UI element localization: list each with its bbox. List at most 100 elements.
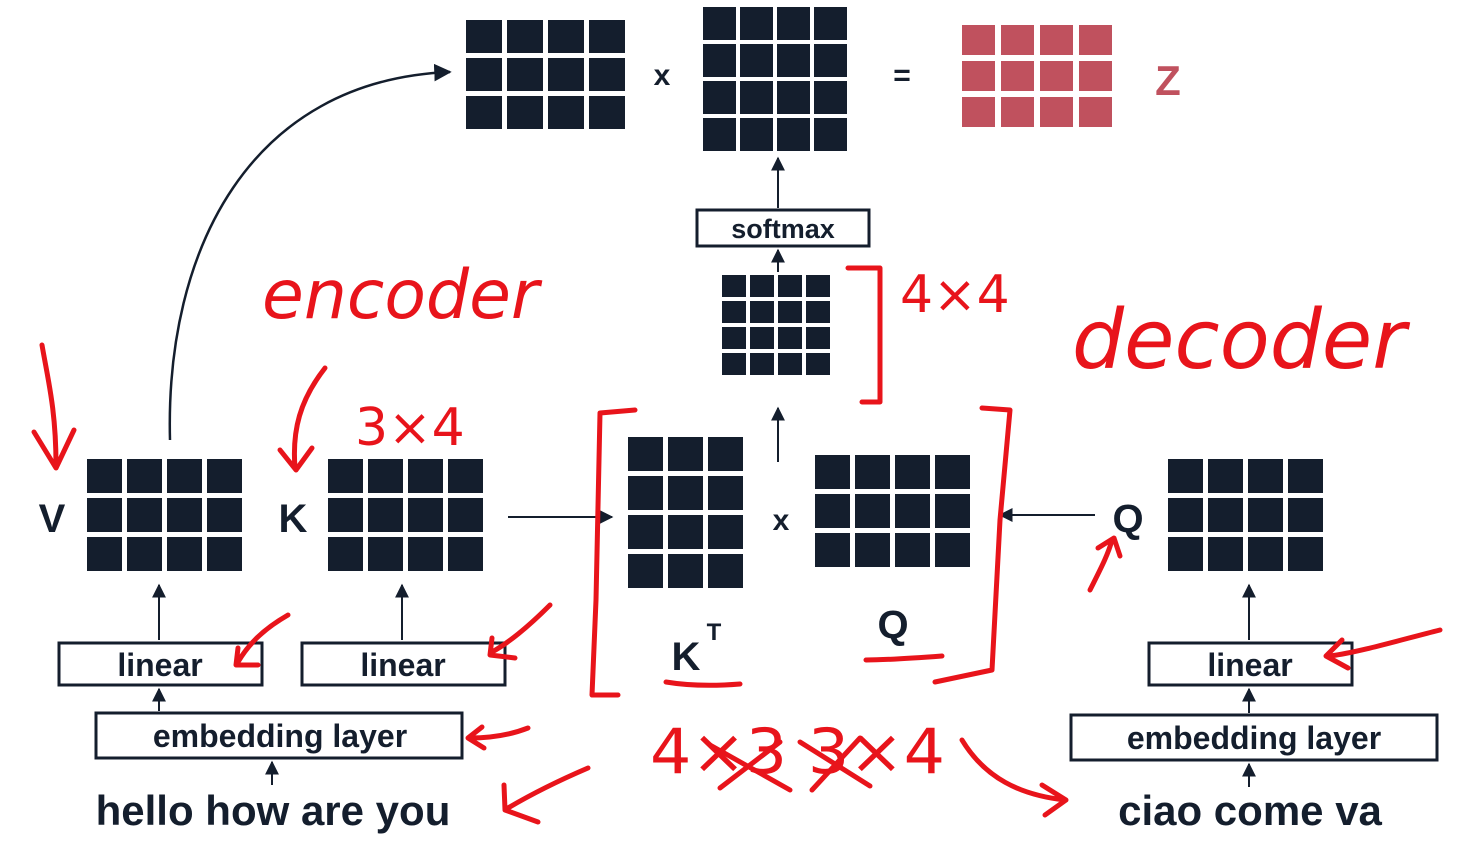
matrix-cell — [548, 20, 584, 53]
matrix-cell — [815, 533, 850, 567]
matrix-cell — [708, 515, 743, 549]
matrix-cell — [448, 537, 483, 571]
matrix-cell — [1248, 537, 1283, 571]
matrix-cell — [750, 275, 774, 297]
arrow-to-q — [1087, 535, 1123, 593]
matrix-cell — [740, 81, 773, 114]
matrix-cell — [1248, 459, 1283, 493]
equals-symbol: = — [893, 59, 911, 92]
softmax-box — [695, 208, 871, 248]
underline-q — [863, 653, 945, 663]
matrix-z — [962, 25, 1112, 127]
matrix-cell — [87, 537, 122, 571]
matrix-cell — [628, 476, 663, 510]
matrix-cell — [1040, 61, 1073, 91]
matrix-cell — [127, 459, 162, 493]
matrix-cell — [408, 498, 443, 532]
matrix-cell — [328, 537, 363, 571]
product-shape-annotation: 4×3 3×4 — [650, 715, 945, 788]
matrix-k-transposed — [628, 437, 743, 588]
linear-box-k — [300, 641, 507, 687]
matrix-cell — [806, 301, 830, 323]
linear-box-v — [57, 641, 264, 687]
matrix-cell — [167, 537, 202, 571]
matrix-cell — [207, 498, 242, 532]
embedding-label-left: embedding layer — [153, 718, 407, 754]
k-label: K — [279, 497, 308, 541]
matrix-cell — [855, 533, 890, 567]
matrix-q — [1168, 459, 1323, 571]
arrow-to-input-right — [959, 737, 1069, 818]
matrix-cell — [806, 327, 830, 349]
times-symbol-middle: x — [773, 504, 790, 537]
decoder-annotation: decoder — [1072, 293, 1410, 388]
matrix-cell — [589, 58, 625, 91]
kt-label: K — [672, 635, 701, 679]
matrix-cell — [750, 327, 774, 349]
matrix-cell — [703, 81, 736, 114]
arrow-to-input-left — [501, 765, 591, 825]
matrix-cell — [507, 58, 543, 91]
matrix-cell — [207, 537, 242, 571]
matrix-cell — [368, 459, 403, 493]
arrow-to-v — [31, 342, 77, 471]
arrow-to-linear-q — [1323, 627, 1443, 671]
bracket-product-left — [589, 407, 638, 698]
matrix-k — [328, 459, 483, 571]
matrix-cell — [448, 498, 483, 532]
matrix-cell — [1208, 537, 1243, 571]
q-label: Q — [1112, 497, 1143, 541]
matrix-cell — [668, 476, 703, 510]
matrix-cell — [815, 455, 850, 489]
matrix-q-middle — [815, 455, 970, 567]
matrix-cell — [722, 275, 746, 297]
red-annotations — [31, 265, 1443, 825]
matrix-softmax-out — [703, 7, 847, 151]
matrix-cell — [87, 459, 122, 493]
matrix-cell — [1288, 498, 1323, 532]
matrix-cell — [935, 455, 970, 489]
matrix-cell — [777, 7, 810, 40]
matrix-cell — [962, 97, 995, 127]
matrix-cell — [740, 118, 773, 151]
matrix-cell — [778, 327, 802, 349]
matrix-cell — [703, 44, 736, 77]
matrix-cell — [1001, 61, 1034, 91]
q-label-middle: Q — [877, 603, 908, 647]
matrix-cell — [777, 118, 810, 151]
matrix-cell — [1168, 537, 1203, 571]
matrix-cell — [1079, 61, 1112, 91]
matrix-cell — [1001, 25, 1034, 55]
embedding-label-right: embedding layer — [1127, 720, 1381, 756]
matrix-cell — [895, 494, 930, 528]
matrix-cell — [777, 44, 810, 77]
matrix-cell — [328, 498, 363, 532]
matrix-cell — [777, 81, 810, 114]
arrow-v-to-top — [168, 63, 452, 441]
matrix-cell — [814, 81, 847, 114]
matrix-cell — [589, 20, 625, 53]
arrow-to-embedding-left — [465, 724, 531, 751]
matrix-cell — [408, 537, 443, 571]
matrix-cell — [167, 459, 202, 493]
matrix-cell — [368, 537, 403, 571]
matrix-cell — [466, 20, 502, 53]
matrix-cell — [548, 96, 584, 129]
matrix-cell — [167, 498, 202, 532]
encoder-annotation: encoder — [262, 256, 543, 335]
matrix-cell — [628, 554, 663, 588]
matrix-cell — [814, 118, 847, 151]
z-label: Z — [1155, 57, 1181, 104]
matrix-cell — [722, 353, 746, 375]
matrix-cell — [855, 455, 890, 489]
matrix-cell — [962, 25, 995, 55]
matrix-cell — [466, 96, 502, 129]
matrix-cell — [1288, 459, 1323, 493]
matrix-cell — [127, 537, 162, 571]
bracket-scores — [845, 265, 883, 405]
arrow-to-linear-v — [233, 612, 291, 668]
matrix-cell — [448, 459, 483, 493]
matrix-cell — [127, 498, 162, 532]
